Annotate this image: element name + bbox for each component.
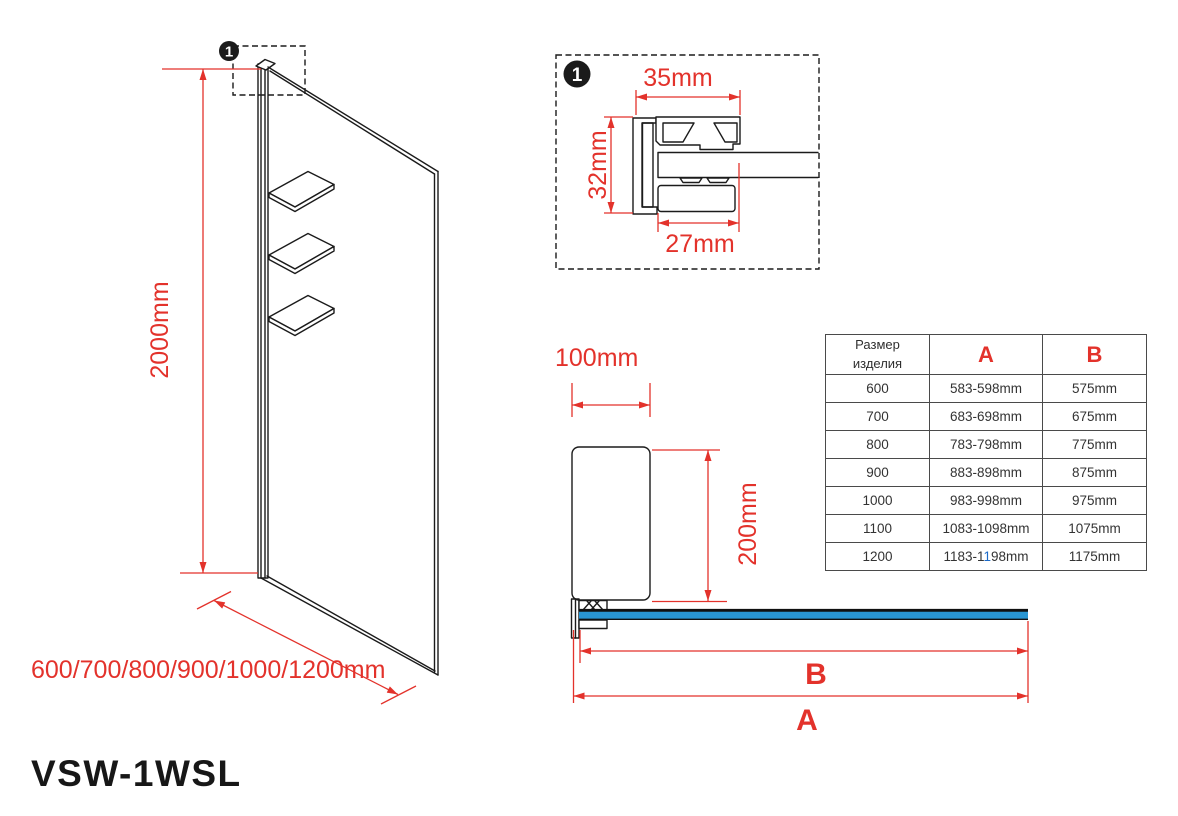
shelf-3 xyxy=(268,294,335,337)
callout-circle-icon xyxy=(219,41,239,61)
top-clamp-profile xyxy=(655,116,741,151)
detail-width-label: 35mm xyxy=(643,64,712,92)
profile-width-dimension xyxy=(571,383,651,417)
size-cell: 700 xyxy=(825,402,930,431)
size-cell: 900 xyxy=(825,458,930,487)
glass-shelves xyxy=(268,170,335,337)
profile-width-label: 100mm xyxy=(555,344,638,372)
wall-channel-profile xyxy=(632,117,658,215)
height-dim-label: 2000mm xyxy=(146,281,174,378)
a-value-cell: 783-798mm xyxy=(929,430,1043,459)
model-label: VSW-1WSL xyxy=(31,753,242,794)
profile-height-dimension: 200mm xyxy=(652,449,762,603)
glass-panel-plan xyxy=(579,608,1028,620)
detail-width-dimension: 35mm xyxy=(635,64,741,115)
size-cell: 1200 xyxy=(825,542,930,571)
detail-clamp-dimension: 27mm xyxy=(657,163,740,258)
a-value-cell: 983-998mm xyxy=(929,486,1043,515)
shelf-1 xyxy=(268,170,335,213)
detail-view: 1 xyxy=(555,54,820,270)
detail-clamp-label: 27mm xyxy=(665,230,734,258)
detail-height-dimension: 32mm xyxy=(584,116,633,214)
size-column-header: Размер изделия xyxy=(825,334,930,375)
size-table-header-row: Размер изделия A B xyxy=(825,334,1147,375)
b-value-cell: 775mm xyxy=(1042,430,1147,459)
a-value-cell: 1183-1198mm xyxy=(929,542,1043,571)
profile-height-label: 200mm xyxy=(734,482,762,565)
b-dim-label: B xyxy=(805,658,827,691)
width-dim-label: 600/700/800/900/1000/1200mm xyxy=(31,656,385,684)
detail-height-label: 32mm xyxy=(584,130,612,199)
size-cell: 1000 xyxy=(825,486,930,515)
b-value-cell: 675mm xyxy=(1042,402,1147,431)
width-dimension: 600/700/800/900/1000/1200mm xyxy=(31,590,417,705)
plan-assembly: B A xyxy=(570,598,1029,737)
shelf-2 xyxy=(268,232,335,275)
a-dimension: A xyxy=(572,630,1028,737)
b-value-cell: 875mm xyxy=(1042,458,1147,487)
a-value-cell: 683-698mm xyxy=(929,402,1043,431)
height-dimension: 2000mm xyxy=(146,68,261,574)
detail-dashed-border xyxy=(555,54,820,270)
bottom-clamp-profile xyxy=(657,184,736,213)
b-value-cell: 575mm xyxy=(1042,374,1147,403)
size-header-line2: изделия xyxy=(852,355,903,371)
b-column-header: B xyxy=(1042,334,1147,375)
glass-cross-section xyxy=(657,151,819,184)
a-value-cell: 583-598mm xyxy=(929,374,1043,403)
callout-dashed-box xyxy=(232,45,306,96)
a-dim-label: A xyxy=(796,704,818,737)
profile-view: 100mm 200mm xyxy=(555,344,762,603)
size-header-line1: Размер xyxy=(855,336,900,352)
wall-profile-body xyxy=(571,446,651,601)
b-value-cell: 1075mm xyxy=(1042,514,1147,543)
a-value-cell: 1083-1098mm xyxy=(929,514,1043,543)
size-cell: 1100 xyxy=(825,514,930,543)
size-cell: 800 xyxy=(825,430,930,459)
a-column-header: A xyxy=(929,334,1043,375)
wall-profile-post xyxy=(255,58,276,579)
perspective-view: 1 xyxy=(31,41,439,705)
b-value-cell: 1175mm xyxy=(1042,542,1147,571)
glass-panel xyxy=(260,66,439,676)
detail-callout-number: 1 xyxy=(572,65,583,86)
a-value-cell: 883-898mm xyxy=(929,458,1043,487)
size-cell: 600 xyxy=(825,374,930,403)
b-dimension: B xyxy=(579,621,1029,703)
b-value-cell: 975mm xyxy=(1042,486,1147,515)
detail-callout-circle-icon xyxy=(563,60,591,88)
callout-number: 1 xyxy=(225,44,233,61)
